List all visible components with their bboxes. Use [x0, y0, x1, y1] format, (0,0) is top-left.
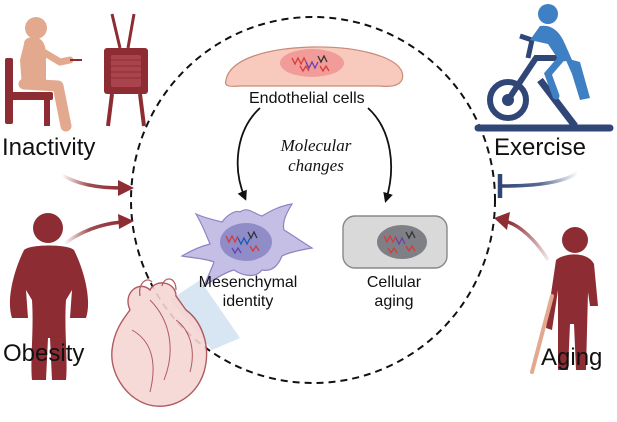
label-inactivity: Inactivity: [2, 134, 96, 161]
label-molecular-changes: Molecular changes: [266, 136, 366, 176]
arrow-to-mesenchymal: [236, 107, 261, 201]
arrow-to-cellular-aging: [367, 107, 393, 203]
elderly-person-icon: [530, 227, 598, 374]
dna-strand-icon: [383, 230, 416, 255]
label-changes: changes: [288, 156, 344, 175]
dashed-circle: [130, 16, 496, 384]
label-mesenchymal: Mesenchymal: [198, 274, 298, 291]
obese-person-icon: [9, 213, 89, 380]
arrow-obesity: [62, 220, 123, 246]
arrow-obesity-head: [118, 214, 134, 229]
label-identity: identity: [222, 293, 274, 310]
endothelial-cell: [224, 46, 404, 87]
arrow-inactivity: [61, 173, 123, 190]
label-molecular: Molecular: [280, 136, 352, 155]
aging-cell: [342, 215, 448, 269]
arrow-aging-head: [494, 212, 510, 230]
label-aging-cell: aging: [374, 293, 414, 310]
arrow-aging: [507, 220, 550, 261]
mesenchymal-cell: [180, 203, 314, 288]
heart-icon: [111, 278, 208, 407]
dna-strand-icon: [225, 230, 260, 255]
label-mesenchymal-identity: Mesenchymal identity: [178, 273, 318, 311]
label-exercise: Exercise: [494, 134, 587, 161]
label-cellular-aging: Cellular aging: [344, 273, 444, 311]
label-endothelial-cells: Endothelial cells: [249, 90, 365, 107]
zoom-cone: [170, 280, 240, 350]
label-obesity: Obesity: [3, 340, 85, 367]
sitting-person-icon: [5, 17, 82, 132]
label-cellular: Cellular: [366, 274, 422, 291]
label-aging: Aging: [541, 344, 603, 371]
exercise-bike-icon: [474, 4, 614, 132]
television-icon: [104, 13, 148, 127]
dna-strand-icon: [291, 54, 330, 73]
arrow-inactivity-head: [118, 180, 134, 196]
inhibit-exercise: [501, 170, 580, 188]
